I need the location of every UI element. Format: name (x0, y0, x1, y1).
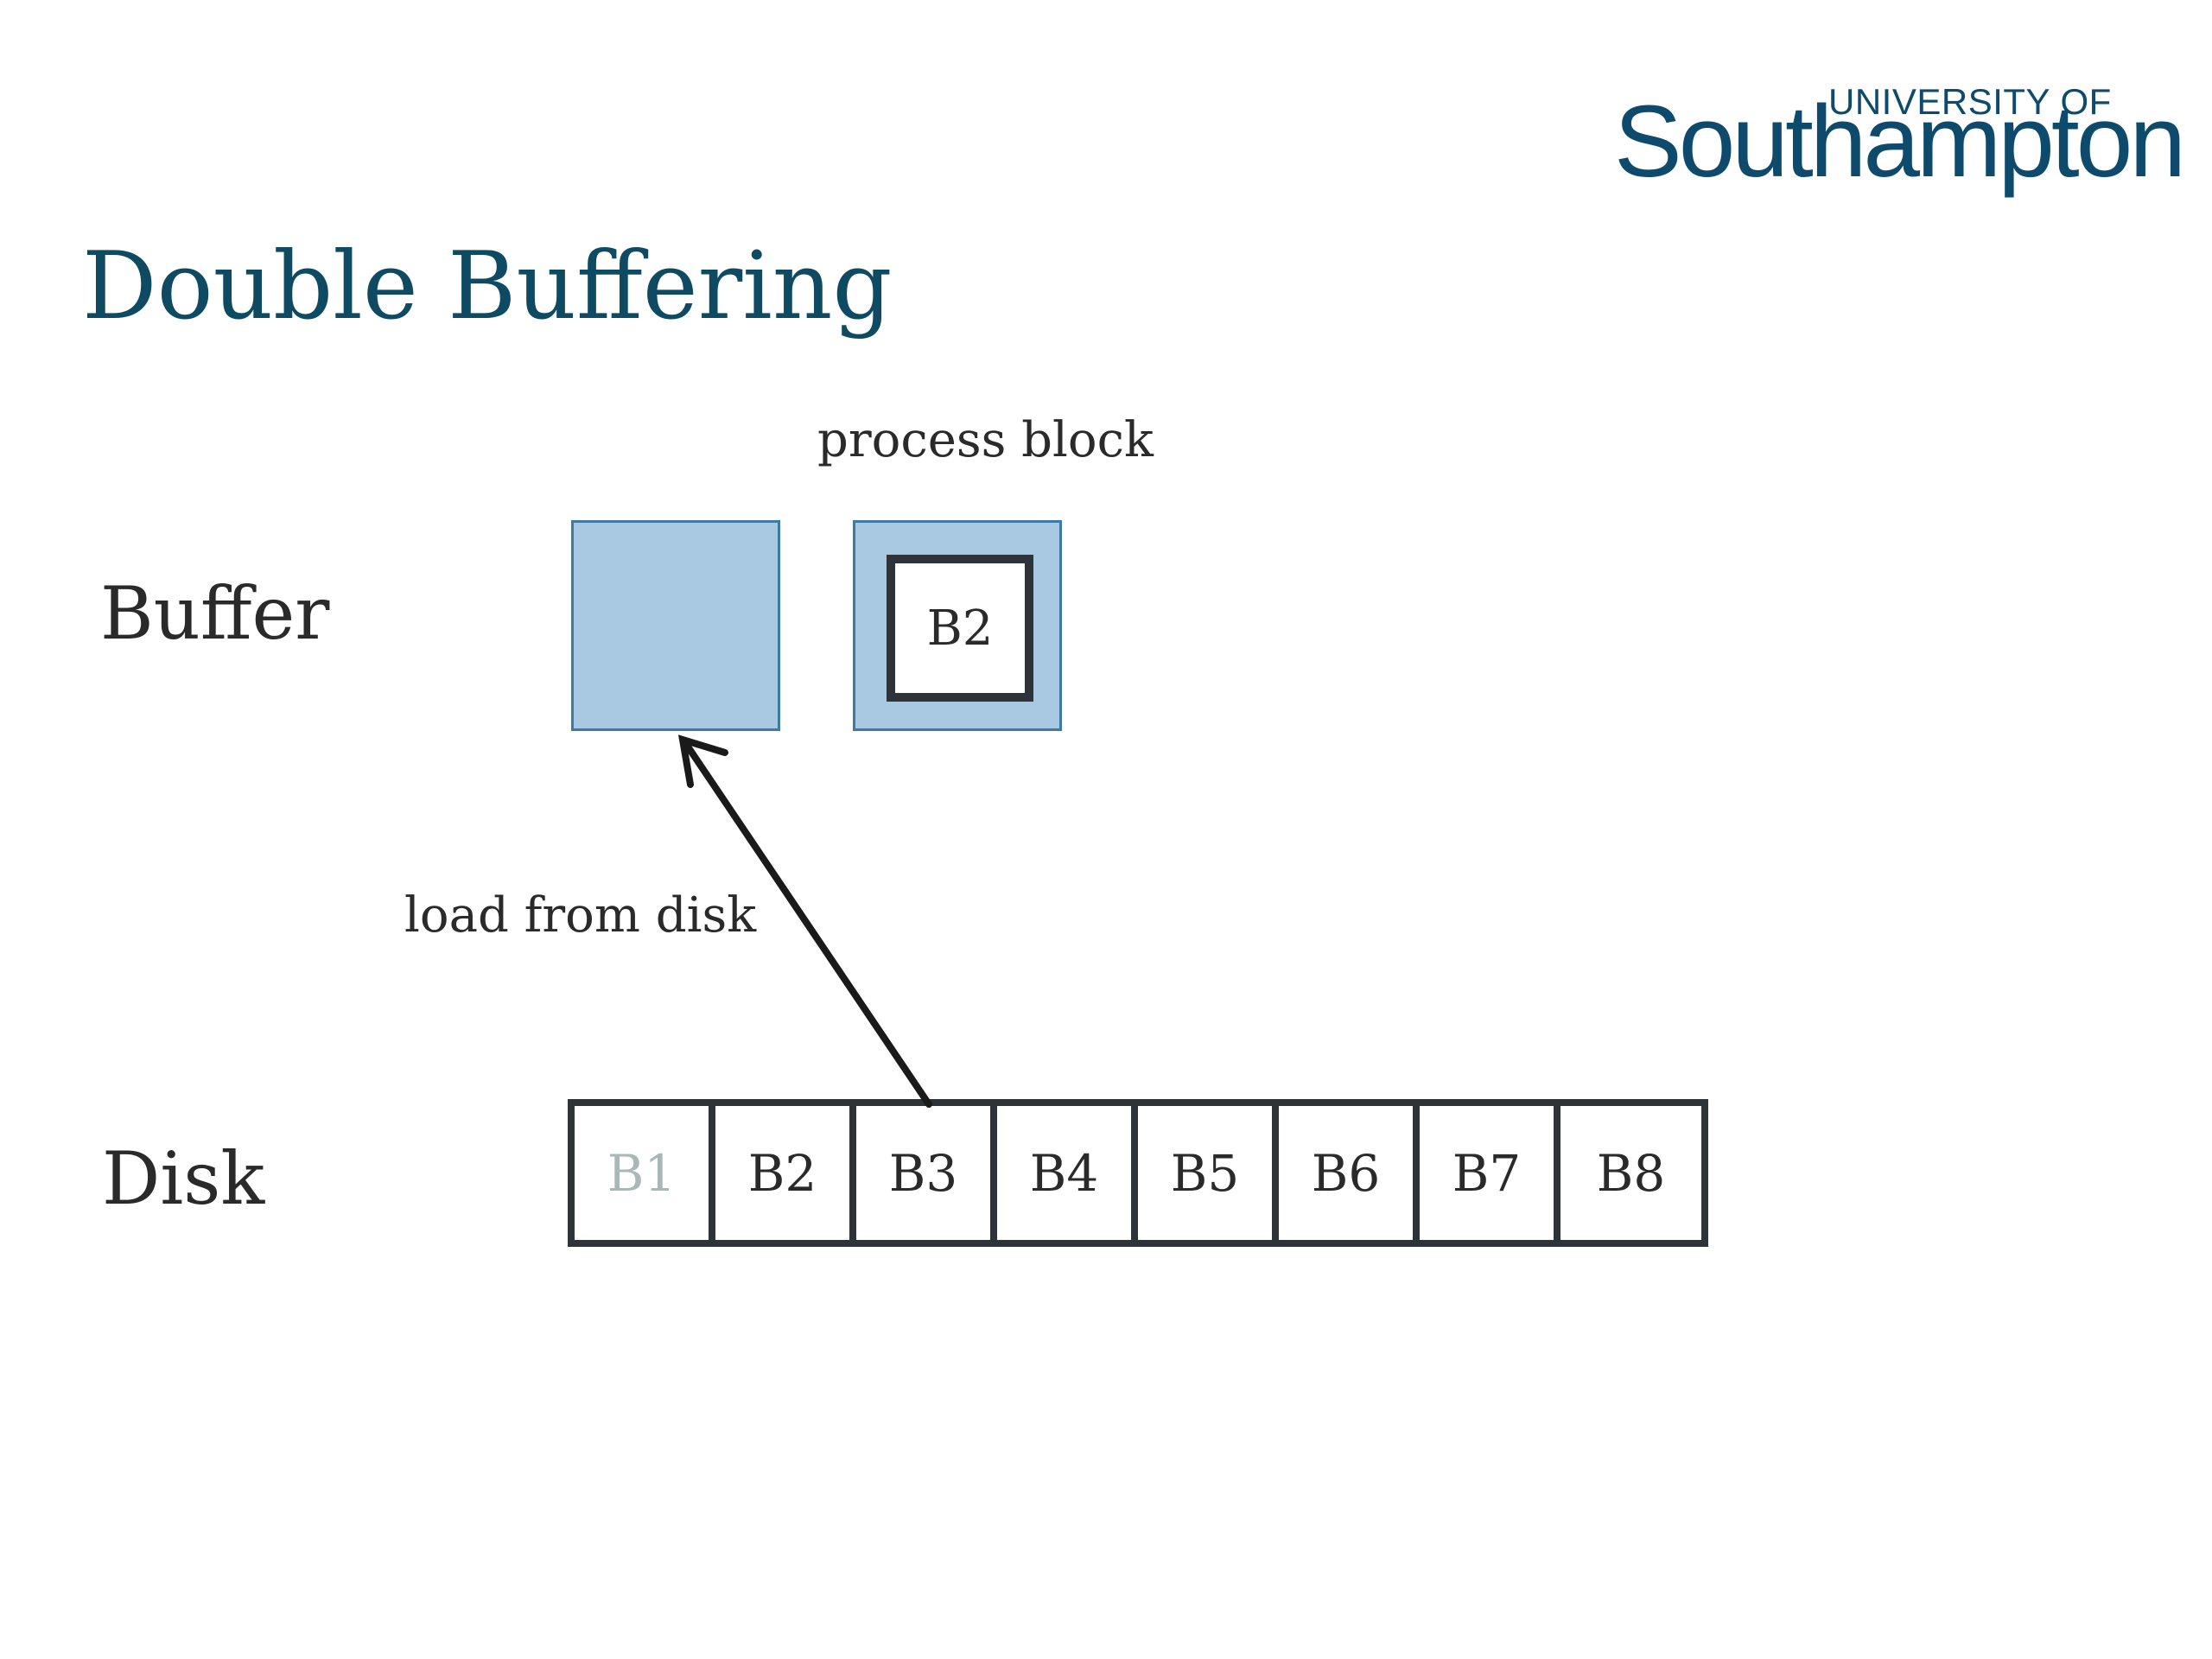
slide-title: Double Buffering (82, 232, 893, 340)
buffer-label: Buffer (100, 571, 330, 656)
logo-university-of: UNIVERSITY OF (1828, 81, 2112, 122)
buffer-slot-empty (571, 520, 780, 731)
load-arrow-head (677, 734, 728, 788)
disk-block-b4: B4 (997, 1106, 1138, 1240)
buffer-block-b2: B2 (887, 555, 1033, 702)
disk-block-b8: B8 (1560, 1106, 1701, 1240)
disk-block-b5: B5 (1138, 1106, 1279, 1240)
buffer-slot-processing: B2 (853, 520, 1062, 731)
logo-southampton: Southampton (1614, 85, 2186, 199)
disk-block-b2: B2 (715, 1106, 856, 1240)
disk-block-b1: B1 (575, 1106, 715, 1240)
disk-block-b6: B6 (1279, 1106, 1420, 1240)
disk-label: Disk (102, 1136, 265, 1221)
disk-block-b3: B3 (856, 1106, 997, 1240)
disk-block-b7: B7 (1420, 1106, 1560, 1240)
process-block-label: process block (817, 412, 1154, 468)
load-from-disk-label: load from disk (404, 887, 757, 944)
